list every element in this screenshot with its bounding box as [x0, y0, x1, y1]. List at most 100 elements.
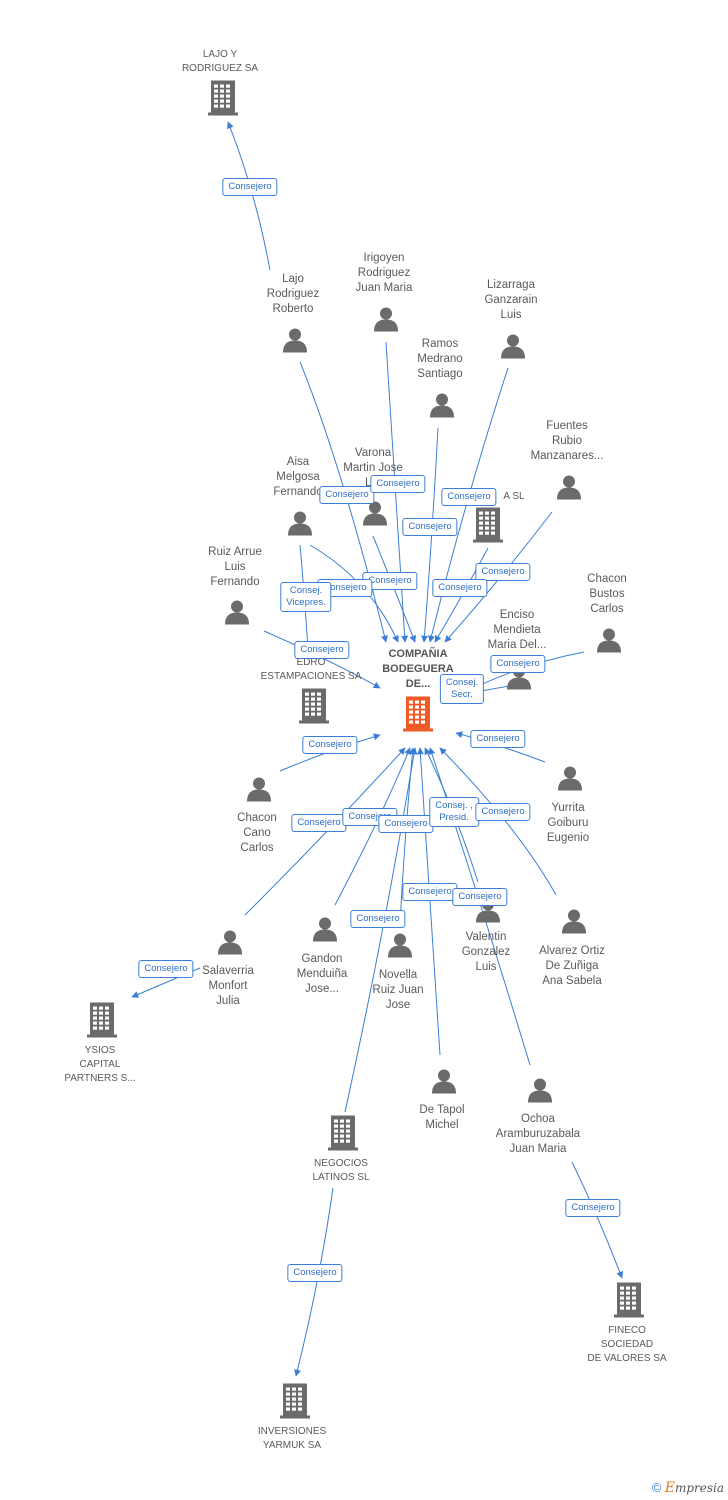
edge-novella-to-center — [399, 747, 416, 926]
person-node-alvarez[interactable] — [561, 908, 587, 939]
company-node-fineco[interactable] — [614, 1282, 644, 1323]
brand-initial: E — [664, 1480, 675, 1496]
relation-label-valentin[interactable]: Consej. , Presid. — [429, 797, 479, 827]
node-label-chacon_cano: Chacon Cano Carlos — [237, 812, 277, 854]
edge-negocios-to-center — [344, 747, 418, 1113]
relation-label-novella[interactable]: Consejero — [378, 815, 434, 833]
person-icon — [557, 475, 581, 500]
building-icon — [328, 1115, 358, 1151]
edge-alvarez-to-center — [439, 747, 557, 896]
company-node-edro[interactable] — [299, 688, 329, 729]
person-node-novella[interactable] — [387, 932, 413, 963]
node-label-valentin: Valentin Gonzalez Luis — [461, 931, 511, 973]
person-icon — [288, 511, 312, 536]
relation-label-aisa[interactable]: Consej. Vicepres. — [280, 582, 332, 612]
person-node-fuentes[interactable] — [556, 474, 582, 505]
relation-label-alvarez[interactable]: Consejero — [475, 803, 531, 821]
relation-label-negocios[interactable]: Consejero — [350, 910, 406, 928]
node-label-ruiz: Ruiz Arrue Luis Fernando — [208, 546, 262, 588]
edge-lajo-to-lajo_sa — [227, 121, 271, 271]
building-icon — [87, 1002, 117, 1038]
node-label-chacon_bustos: Chacon Bustos Carlos — [587, 573, 627, 615]
relation-label-sl_company[interactable]: Consejero — [432, 579, 488, 597]
relation-label-irigoyen[interactable]: Consejero — [370, 475, 426, 493]
person-node-ruiz[interactable] — [224, 599, 250, 630]
edge-irigoyen-to-center — [385, 341, 409, 643]
person-node-ramos[interactable] — [429, 392, 455, 423]
node-label-novella: Novella Ruiz Juan Jose — [372, 969, 424, 1011]
company-node-negocios[interactable] — [328, 1115, 358, 1156]
person-icon — [432, 1069, 456, 1094]
copyright-symbol: © — [651, 1480, 662, 1495]
person-icon — [313, 917, 337, 942]
person-node-chacon_cano[interactable] — [246, 776, 272, 807]
node-label-center: COMPAÑIA BODEGUERA DE... — [382, 648, 454, 690]
relation-label-ochoa[interactable]: Consejero — [452, 888, 508, 906]
relation-label-chacon_cano[interactable]: Consejero — [302, 736, 358, 754]
company-node-ysios[interactable] — [87, 1002, 117, 1043]
relation-label-enciso[interactable]: Consej. Secr. — [439, 674, 485, 704]
person-node-lizarraga[interactable] — [500, 333, 526, 364]
person-icon — [363, 501, 387, 526]
relation-label-salaverria[interactable]: Consejero — [138, 960, 194, 978]
node-label-irigoyen: Irigoyen Rodriguez Juan Maria — [355, 252, 413, 294]
company-node-sl_company[interactable] — [473, 507, 503, 548]
relation-label-lizarraga[interactable]: Consejero — [441, 488, 497, 506]
person-node-tapol[interactable] — [431, 1068, 457, 1099]
node-label-ramos: Ramos Medrano Santiago — [417, 338, 463, 380]
node-label-sl_company: A SL — [503, 491, 525, 502]
company-node-yarmuk[interactable] — [280, 1383, 310, 1424]
edge-negocios-to-yarmuk — [294, 1187, 334, 1377]
person-icon — [218, 930, 242, 955]
relation-label-tapol[interactable]: Consejero — [402, 883, 458, 901]
company-node-lajo_sa[interactable] — [208, 80, 238, 121]
person-icon — [283, 328, 307, 353]
relation-label-lajo[interactable]: Consejero — [222, 178, 278, 196]
node-label-gandon: Gandon Menduiña Jose... — [296, 953, 348, 995]
person-icon — [597, 628, 621, 653]
relation-label-lajo[interactable]: Consejero — [319, 486, 375, 504]
node-label-enciso: Enciso Mendieta Maria Del... — [487, 609, 547, 651]
person-icon — [501, 334, 525, 359]
relation-label-yurrita[interactable]: Consejero — [470, 730, 526, 748]
node-label-fineco: FINECO SOCIEDAD DE VALORES SA — [587, 1325, 667, 1364]
node-label-varona: Varona Martin Jose L... — [343, 447, 403, 489]
relation-label-ruiz[interactable]: Consejero — [294, 641, 350, 659]
brand-name: mpresia — [674, 1481, 724, 1495]
relation-label-ochoa[interactable]: Consejero — [565, 1199, 621, 1217]
node-label-fuentes: Fuentes Rubio Manzanares... — [530, 420, 604, 462]
person-icon — [430, 393, 454, 418]
relation-label-fuentes[interactable]: Consejero — [475, 563, 531, 581]
edge-lajo-to-center — [299, 361, 388, 643]
node-label-tapol: De Tapol Michel — [419, 1104, 465, 1131]
person-node-irigoyen[interactable] — [373, 306, 399, 337]
relation-label-salaverria[interactable]: Consejero — [291, 814, 347, 832]
person-node-chacon_bustos[interactable] — [596, 627, 622, 658]
person-node-lajo[interactable] — [282, 327, 308, 358]
person-node-yurrita[interactable] — [557, 765, 583, 796]
relation-label-ramos[interactable]: Consejero — [402, 518, 458, 536]
person-node-ochoa[interactable] — [527, 1077, 553, 1108]
person-node-aisa[interactable] — [287, 510, 313, 541]
node-label-ochoa: Ochoa Aramburuzabala Juan Maria — [495, 1113, 581, 1155]
edge-ruiz-to-center — [263, 630, 381, 689]
brand-watermark: © Empresia — [652, 1480, 724, 1496]
person-node-varona[interactable] — [362, 500, 388, 531]
person-icon — [562, 909, 586, 934]
person-icon — [528, 1078, 552, 1103]
node-label-lizarraga: Lizarraga Ganzarain Luis — [484, 279, 538, 321]
edge-sl_company-to-center — [434, 547, 489, 643]
relation-label-chacon_bustos[interactable]: Consejero — [490, 655, 546, 673]
person-node-salaverria[interactable] — [217, 929, 243, 960]
building-icon — [403, 696, 433, 732]
person-icon — [247, 777, 271, 802]
node-label-edro: EDRO ESTAMPACIONES SA — [260, 657, 362, 682]
building-icon — [280, 1383, 310, 1419]
person-icon — [374, 307, 398, 332]
relation-label-negocios[interactable]: Consejero — [287, 1264, 343, 1282]
building-icon — [299, 688, 329, 724]
company-node-center[interactable] — [403, 696, 433, 737]
person-node-gandon[interactable] — [312, 916, 338, 947]
node-label-lajo: Lajo Rodriguez Roberto — [266, 273, 320, 315]
